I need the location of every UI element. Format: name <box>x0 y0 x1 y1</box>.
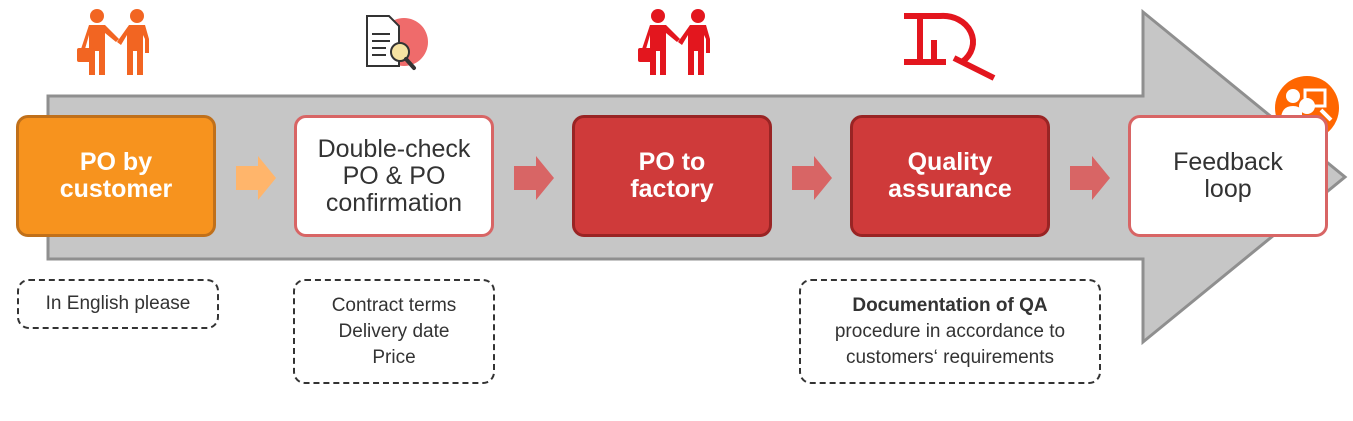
document-search-icon <box>366 15 428 70</box>
note-po-check-items: Contract terms Delivery date Price <box>293 279 495 384</box>
step-quality-assurance: Quality assurance <box>850 115 1050 237</box>
step-label: Double-check PO & PO confirmation <box>317 134 471 217</box>
step-label: Feedback loop <box>1173 148 1283 203</box>
note-line: Delivery date <box>338 320 450 342</box>
note-qa-documentation: Documentation of QA procedure in accorda… <box>799 279 1101 384</box>
handshake-people-icon <box>638 9 710 75</box>
note-line: Price <box>372 346 416 368</box>
note-line: customers‘ requirements <box>845 346 1055 368</box>
arrow-right-icon <box>514 156 554 200</box>
step-label: Quality assurance <box>888 148 1012 203</box>
arrow-right-icon <box>236 156 276 200</box>
handshake-people-icon <box>77 9 149 75</box>
quality-logo-icon <box>904 12 996 81</box>
step-double-check: Double-check PO & PO confirmation <box>294 115 494 237</box>
arrow-right-icon <box>1070 156 1110 200</box>
step-feedback-loop: Feedback loop <box>1128 115 1328 237</box>
note-line: procedure in accordance to <box>834 320 1066 342</box>
step-label: PO by customer <box>59 148 173 203</box>
step-label: PO to factory <box>630 148 714 203</box>
note-line: Contract terms <box>331 294 457 316</box>
note-language: In English please <box>17 279 219 329</box>
step-po-by-customer: PO by customer <box>16 115 216 237</box>
arrow-right-icon <box>792 156 832 200</box>
step-po-to-factory: PO to factory <box>572 115 772 237</box>
note-line: In English please <box>45 293 191 314</box>
note-bold-line: Documentation of QA <box>852 294 1048 316</box>
